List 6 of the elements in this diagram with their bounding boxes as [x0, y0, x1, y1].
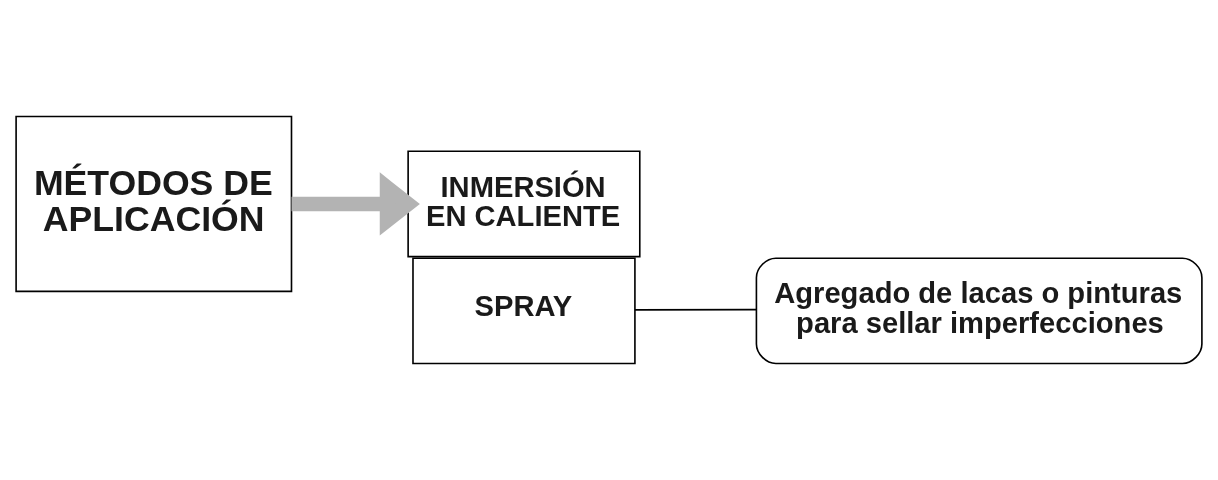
connector [634, 308, 757, 311]
node-box: INMERSIÓN EN CALIENTE [407, 150, 641, 258]
arrow [291, 172, 420, 236]
node-box: Agregado de lacas o pinturas para sellar imperfecciones [755, 257, 1203, 365]
node-box: SPRAY [412, 257, 636, 365]
node-box: MÉTODOS DE APLICACIÓN [15, 115, 293, 293]
